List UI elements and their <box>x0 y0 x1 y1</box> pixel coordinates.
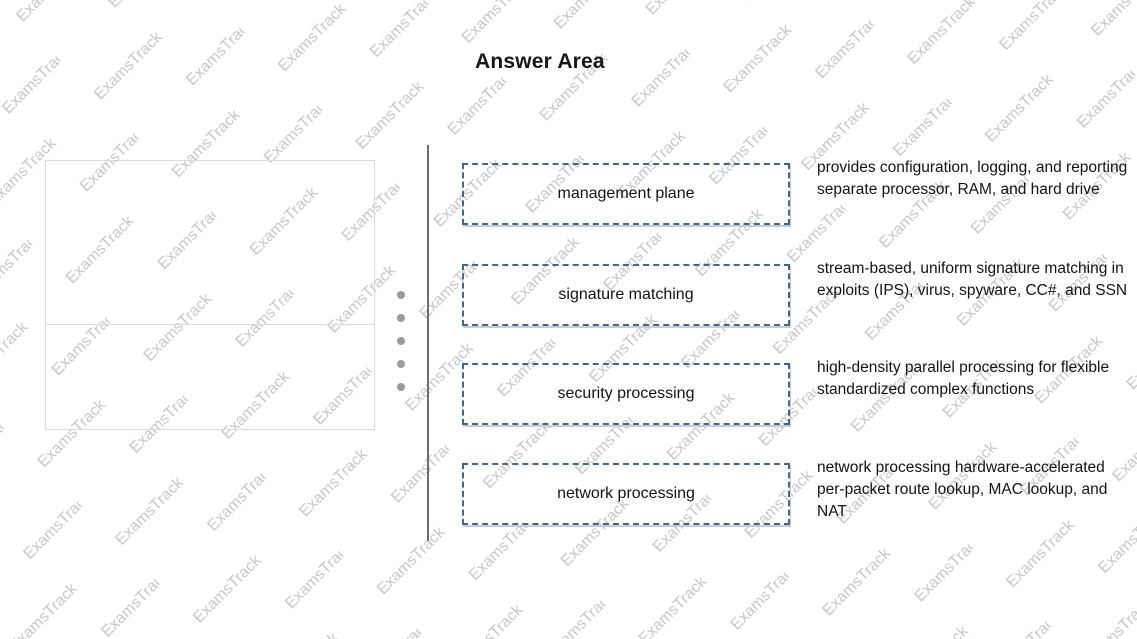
drop-target-network-processing[interactable]: network processing <box>462 463 790 525</box>
divider-line <box>427 145 429 541</box>
answer-row: network processing network processing ha… <box>462 459 1137 533</box>
answer-label: security processing <box>557 385 695 402</box>
dot <box>397 314 405 322</box>
drag-source-box-1[interactable] <box>45 160 375 325</box>
answer-row: security processing high-density paralle… <box>462 359 1137 433</box>
answer-label: management plane <box>557 185 695 202</box>
answer-row: signature matching stream-based, uniform… <box>462 260 1137 334</box>
answer-area-title: Answer Area <box>475 50 605 73</box>
answer-row: management plane provides configuration,… <box>462 159 1137 233</box>
dot <box>397 360 405 368</box>
drop-target-security-processing[interactable]: security processing <box>462 363 790 425</box>
drop-target-management-plane[interactable]: management plane <box>462 163 790 225</box>
answer-description: high-density parallel processing for fle… <box>817 359 1110 398</box>
answer-description: stream-based, uniform signature matching… <box>817 260 1128 299</box>
answer-label: signature matching <box>558 286 694 303</box>
dot <box>397 337 405 345</box>
drop-target-signature-matching[interactable]: signature matching <box>462 264 790 326</box>
dot <box>397 383 405 391</box>
dots-indicator <box>397 291 405 391</box>
answer-description: provides configuration, logging, and rep… <box>817 159 1128 198</box>
dot <box>397 291 405 299</box>
answer-description: network processing hardware-accelerated … <box>817 459 1108 520</box>
answer-label: network processing <box>557 485 695 502</box>
drag-source-box-2[interactable] <box>45 325 375 430</box>
